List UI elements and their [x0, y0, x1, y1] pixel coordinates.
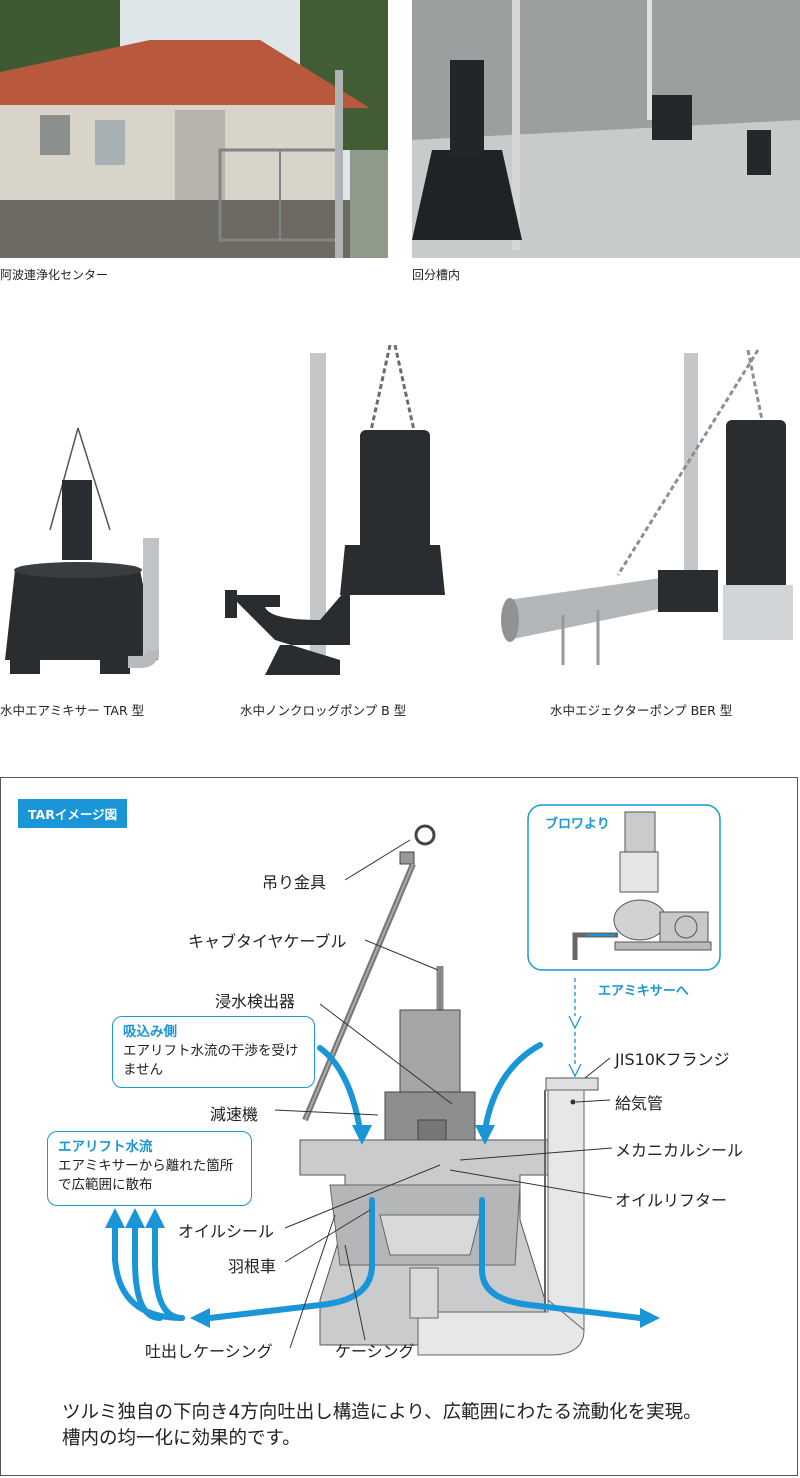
- label-lifting-fitting: 吊り金具: [262, 873, 327, 892]
- label-cabtire-cable: キャブタイヤケーブル: [188, 932, 347, 951]
- label-oil-lifter: オイルリフター: [615, 1191, 728, 1210]
- label-impeller: 羽根車: [228, 1257, 277, 1276]
- airlift-flow-callout: エアリフト水流 エアミキサーから離れた箇所で広範囲に散布: [47, 1131, 252, 1206]
- label-air-pipe: 給気管: [615, 1094, 664, 1113]
- blower-from-label: ブロワより: [545, 817, 610, 832]
- to-mixer-label: エアミキサーへ: [598, 984, 689, 999]
- suction-side-callout: 吸込み側 エアリフト水流の干渉を受けません: [112, 1016, 315, 1088]
- b-pump-image: [220, 345, 450, 685]
- label-reducer: 減速機: [210, 1105, 259, 1124]
- tar-mixer-caption: 水中エアミキサー TAR 型: [0, 703, 145, 718]
- diagram-footer-text: ツルミ独自の下向き4方向吐出し構造により、広範囲にわたる流動化を実現。 槽内の均…: [62, 1400, 702, 1452]
- diagram-tag: TARイメージ図: [18, 799, 128, 828]
- ber-pump-image: [498, 345, 800, 685]
- label-water-detector: 浸水検出器: [215, 992, 296, 1011]
- b-pump-caption: 水中ノンクロッグポンプ B 型: [240, 703, 407, 718]
- label-casing: ケーシング: [335, 1342, 415, 1361]
- airlift-flow-title: エアリフト水流: [58, 1139, 153, 1155]
- center-photo-caption: 阿波連浄化センター: [0, 268, 109, 282]
- label-oil-seal: オイルシール: [178, 1222, 275, 1241]
- airlift-flow-text: エアミキサーから離れた箇所で広範囲に散布: [58, 1158, 234, 1193]
- tank-photo-caption: 回分槽内: [412, 268, 461, 282]
- footer-line-1: ツルミ独自の下向き4方向吐出し構造により、広範囲にわたる流動化を実現。: [62, 1402, 702, 1423]
- tar-mixer-image: [0, 420, 170, 685]
- tank-photo: [412, 0, 800, 258]
- suction-side-title: 吸込み側: [123, 1024, 177, 1040]
- label-mechanical-seal: メカニカルシール: [615, 1141, 744, 1160]
- ber-pump-caption: 水中エジェクターポンプ BER 型: [550, 703, 733, 718]
- footer-line-2: 槽内の均一化に効果的です。: [62, 1428, 301, 1449]
- suction-side-text: エアリフト水流の干渉を受けません: [123, 1043, 299, 1078]
- label-jis-flange: JIS10Kフランジ: [615, 1050, 730, 1069]
- label-discharge-casing: 吐出しケーシング: [145, 1342, 273, 1361]
- center-photo: [0, 0, 388, 258]
